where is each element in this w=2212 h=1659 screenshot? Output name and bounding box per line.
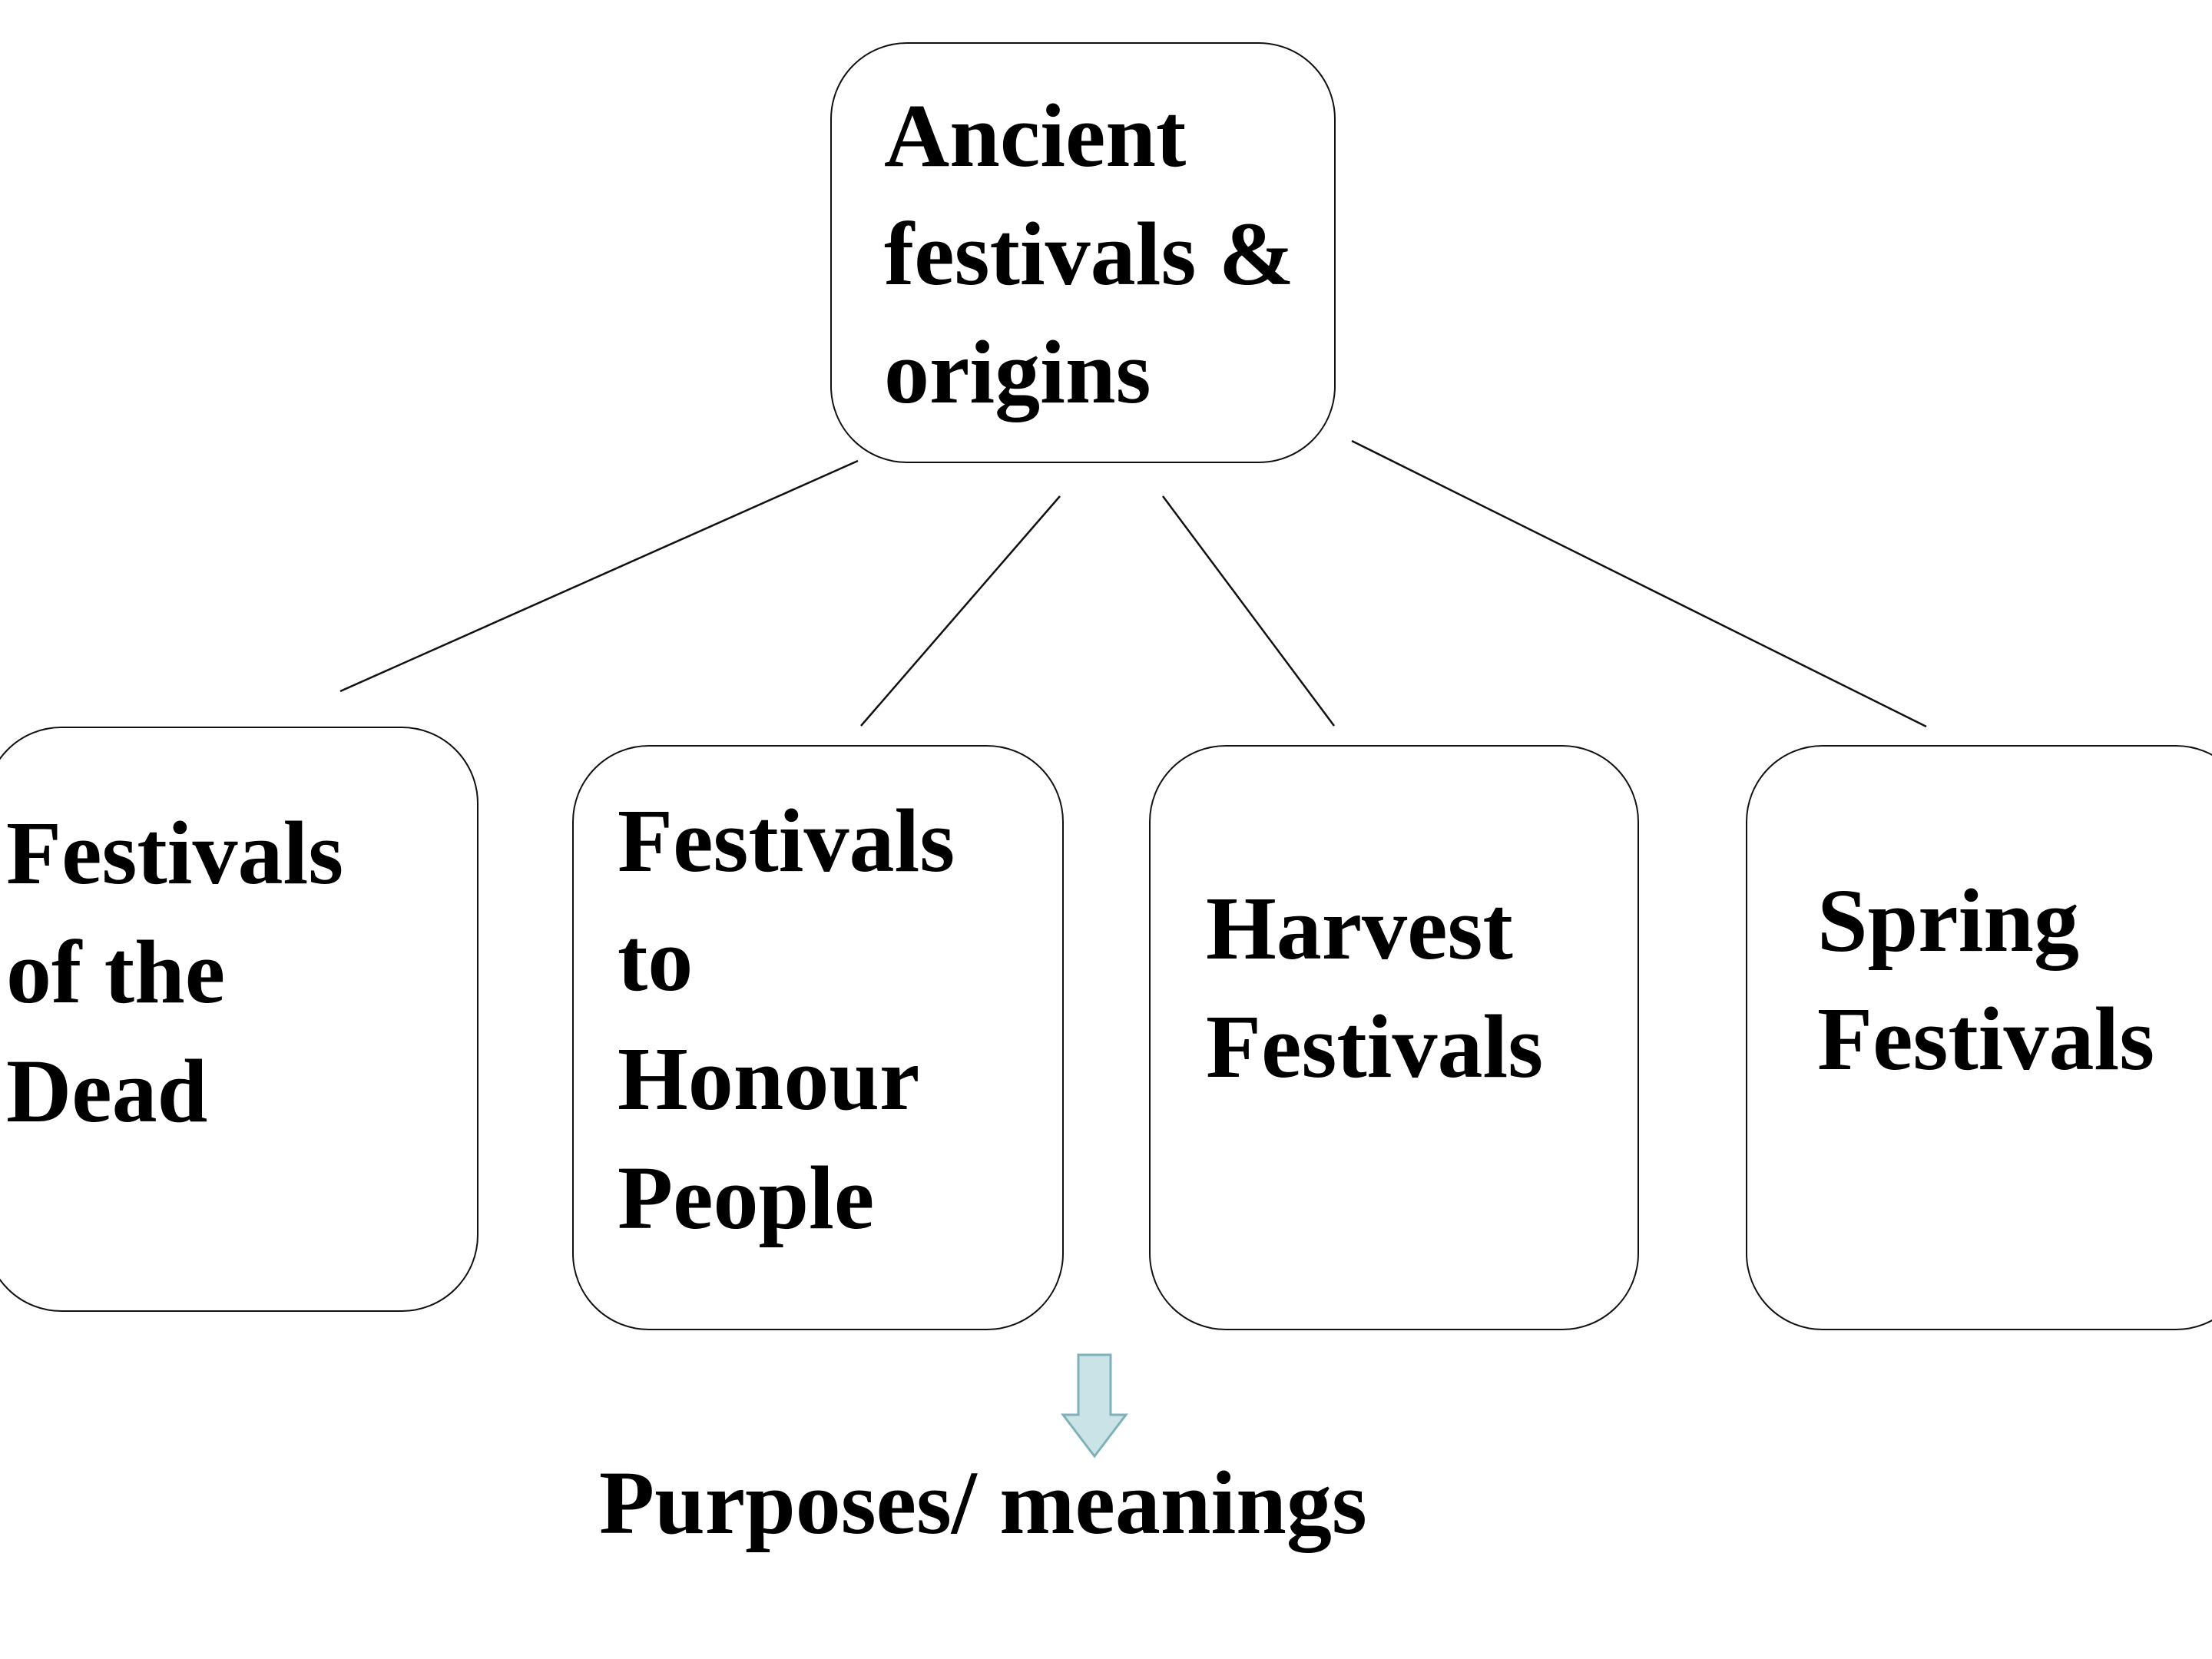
connector-line-dead	[339, 459, 859, 693]
connector-line-harvest	[1161, 495, 1336, 727]
category-spring-festivals: Spring Festivals	[1746, 745, 2212, 1330]
category-label-line: Spring	[1817, 870, 2080, 971]
category-label-line: Festivals	[618, 790, 955, 891]
root-label-line: origins	[884, 322, 1151, 422]
category-label-line: Festivals	[1817, 988, 2155, 1089]
category-label-line: Dead	[6, 1041, 208, 1141]
root-label: Ancient festivals & origins	[884, 77, 1294, 432]
category-label-line: People	[618, 1147, 875, 1248]
category-label: Spring Festivals	[1817, 862, 2154, 1098]
root-label-line: festivals &	[884, 204, 1295, 304]
category-label-line: Harvest	[1206, 878, 1513, 979]
category-label-line: to	[618, 909, 694, 1010]
category-harvest-festivals: Harvest Festivals	[1149, 745, 1639, 1330]
category-label-line: of the	[6, 922, 226, 1022]
connector-line-honour	[860, 495, 1061, 727]
category-label-line: Honour	[618, 1028, 920, 1129]
down-arrow-shape	[1060, 1353, 1129, 1459]
category-label: Festivals to Honour People	[618, 781, 955, 1257]
category-label: Festivals of the Dead	[6, 793, 343, 1151]
outcome-label: Purposes/ meanings	[599, 1452, 1367, 1553]
category-festivals-to-honour-people: Festivals to Honour People	[572, 745, 1064, 1330]
connector-line-spring	[1351, 439, 1927, 728]
category-label-line: Festivals	[6, 803, 344, 903]
down-arrow-icon	[1060, 1353, 1129, 1459]
category-festivals-of-the-dead: Festivals of the Dead	[0, 727, 478, 1312]
category-label-line: Festivals	[1206, 996, 1544, 1097]
root-node: Ancient festivals & origins	[830, 42, 1336, 463]
category-label: Harvest Festivals	[1206, 869, 1543, 1106]
root-label-line: Ancient	[884, 85, 1187, 186]
